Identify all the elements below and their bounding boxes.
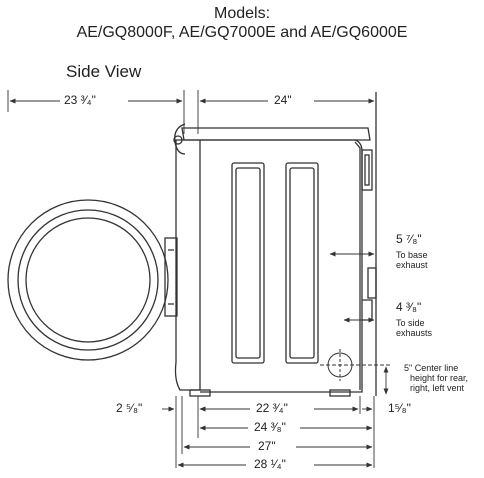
side-emboss-2-inner [289,167,315,359]
base-exhaust-value: 5 ⁷⁄₈" [394,232,424,246]
rear-vent [361,149,373,191]
rear-vent-inner [364,154,370,186]
view-title: Side View [66,62,142,81]
side-exhaust-value: 4 ³⁄₈" [394,300,424,314]
door-hinge [164,237,178,317]
door-glass [25,217,151,343]
base-exhaust-note-2: exhaust [396,260,428,270]
vent-target-icon [327,349,353,381]
door-ring [17,209,159,351]
center-line-note-1: height for rear, [410,373,469,383]
dim-door-depth-label: 23 ³⁄₄" [62,93,98,107]
rear-offset-label: 1⁵⁄₈" [386,401,413,415]
side-emboss-1-inner [235,167,261,359]
lower-vent [362,299,373,321]
side-exhaust-note-2: exhausts [396,328,433,338]
depth-a-label: 24 ³⁄₈" [252,420,288,434]
front-panel [174,139,201,391]
rear-foot [329,389,351,397]
hinge-detail [168,249,174,305]
side-vent [367,267,377,299]
side-emboss-1 [231,162,265,364]
center-line-value: 5" Center line [404,363,459,373]
rear-edge [354,141,361,390]
models-label: Models: [213,5,271,22]
models-list: AE/GQ8000F, AE/GQ7000E and AE/GQ6000E [76,24,408,41]
depth-b-label: 27" [256,439,278,453]
door-outer [7,199,169,361]
side-emboss-2 [285,162,319,364]
dim-top-depth-label: 24" [272,93,294,107]
base-exhaust-note-1: To base [396,250,428,260]
cabinet-body [200,139,363,393]
cabinet-depth-label: 22 ³⁄₄" [254,401,290,415]
front-offset-label: 2 ⁵⁄₈" [114,401,145,415]
side-exhaust-note-1: To side [396,318,425,328]
overall-depth-label: 28 ¹⁄₄" [252,457,288,471]
center-line-note-2: right, left vent [410,383,465,393]
front-foot [189,389,211,397]
top-panel [181,127,371,141]
